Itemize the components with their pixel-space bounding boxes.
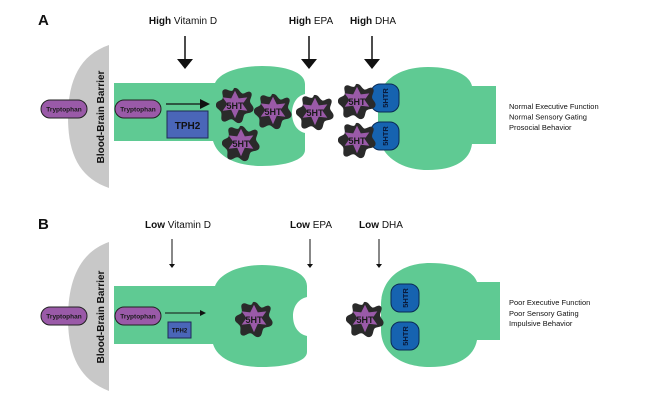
- tryptophan-outside: Tryptophan: [40, 306, 88, 326]
- nutrient-name: Vitamin D: [174, 16, 217, 27]
- tph2-enzyme: TPH2: [166, 110, 209, 139]
- panel-letter-a: A: [38, 12, 49, 29]
- serotonin-molecule: 5HT: [235, 301, 273, 338]
- tryptophan-inside: Tryptophan: [114, 99, 162, 119]
- nutrient-level: Low: [290, 220, 310, 231]
- outcomes-list: Normal Executive Function Normal Sensory…: [509, 102, 599, 132]
- serotonin-molecule-bound: 5HT: [338, 83, 376, 120]
- serotonin-molecule-bound: 5HT: [338, 122, 376, 159]
- tryptophan-inside: Tryptophan: [114, 306, 162, 326]
- svg-text:5HT: 5HT: [356, 315, 374, 325]
- nutrient-name: EPA: [314, 16, 334, 27]
- presynaptic-neuron: [114, 265, 307, 367]
- svg-text:5HT: 5HT: [226, 101, 244, 111]
- postsynaptic-neuron: [378, 67, 496, 170]
- blood-brain-barrier: [68, 242, 109, 391]
- tph2-enzyme: TPH2: [167, 321, 192, 339]
- svg-text:5HTR: 5HTR: [401, 288, 410, 308]
- nutrient-label-dha: High DHA: [350, 16, 396, 27]
- nutrient-level: Low: [359, 220, 379, 231]
- synthesis-arrow: [165, 310, 206, 316]
- svg-text:5HT: 5HT: [348, 97, 366, 107]
- svg-text:5HTR: 5HTR: [381, 126, 390, 146]
- serotonin-molecule: 5HT: [216, 87, 254, 124]
- svg-text:Tryptophan: Tryptophan: [46, 107, 81, 114]
- outcome-item: Normal Executive Function: [509, 102, 599, 111]
- panel-b: B Low Vitamin D Low EPA Low DHA Blood-Br…: [38, 216, 590, 391]
- panel-letter-b: B: [38, 216, 49, 233]
- outcome-item: Normal Sensory Gating: [509, 113, 587, 122]
- svg-text:5HT: 5HT: [348, 136, 366, 146]
- svg-text:TPH2: TPH2: [172, 329, 188, 335]
- arrow-dha: [376, 239, 382, 268]
- svg-text:5HT: 5HT: [264, 107, 282, 117]
- nutrient-label-epa: Low EPA: [290, 220, 332, 231]
- serotonin-molecule: 5HT: [222, 125, 260, 162]
- arrow-vitamin-d: [177, 36, 193, 69]
- serotonin-receptor: 5HTR: [370, 83, 400, 113]
- nutrient-name: EPA: [313, 220, 333, 231]
- nutrient-level: High: [149, 16, 171, 27]
- serotonin-receptor: 5HTR: [390, 283, 420, 313]
- postsynaptic-neuron: [381, 263, 500, 367]
- arrow-epa: [301, 36, 317, 69]
- serotonin-molecule-synapse: 5HT: [346, 301, 384, 338]
- presynaptic-neuron: [114, 66, 305, 166]
- outcome-item: Impulsive Behavior: [509, 319, 573, 328]
- arrow-vitamin-d: [169, 239, 175, 268]
- serotonin-molecule-synapse: 5HT: [296, 94, 334, 131]
- arrow-epa: [307, 239, 313, 268]
- serotonin-molecule: 5HT: [254, 93, 292, 130]
- svg-text:Tryptophan: Tryptophan: [120, 314, 155, 321]
- svg-text:Tryptophan: Tryptophan: [46, 314, 81, 321]
- nutrient-level: Low: [145, 220, 165, 231]
- serotonin-receptor: 5HTR: [390, 321, 420, 351]
- nutrient-level: High: [289, 16, 311, 27]
- nutrient-label-vitamin-d: High Vitamin D: [149, 16, 217, 27]
- tryptophan-outside: Tryptophan: [40, 99, 88, 119]
- nutrient-level: High: [350, 16, 372, 27]
- barrier-label: Blood-Brain Barrier: [96, 70, 107, 163]
- svg-text:5HT: 5HT: [245, 315, 263, 325]
- outcome-item: Prosocial Behavior: [509, 123, 572, 132]
- nutrient-name: DHA: [382, 220, 403, 231]
- outcome-item: Poor Executive Function: [509, 298, 590, 307]
- svg-text:5HT: 5HT: [306, 108, 324, 118]
- synthesis-arrow: [166, 99, 210, 109]
- nutrient-label-vitamin-d: Low Vitamin D: [145, 220, 211, 231]
- serotonin-receptor: 5HTR: [370, 121, 400, 151]
- svg-text:Tryptophan: Tryptophan: [120, 107, 155, 114]
- blood-brain-barrier: [68, 45, 109, 188]
- panel-a: A High Vitamin D High EPA High DHA Blood…: [38, 12, 599, 188]
- nutrient-name: Vitamin D: [168, 220, 211, 231]
- svg-text:5HTR: 5HTR: [381, 88, 390, 108]
- outcome-item: Poor Sensory Gating: [509, 309, 579, 318]
- svg-text:5HT: 5HT: [232, 139, 250, 149]
- arrow-dha: [364, 36, 380, 69]
- svg-text:TPH2: TPH2: [175, 121, 201, 132]
- nutrient-label-dha: Low DHA: [359, 220, 403, 231]
- barrier-label: Blood-Brain Barrier: [96, 270, 107, 363]
- svg-text:5HTR: 5HTR: [401, 326, 410, 346]
- nutrient-name: DHA: [375, 16, 396, 27]
- nutrient-label-epa: High EPA: [289, 16, 334, 27]
- outcomes-list: Poor Executive Function Poor Sensory Gat…: [509, 298, 590, 328]
